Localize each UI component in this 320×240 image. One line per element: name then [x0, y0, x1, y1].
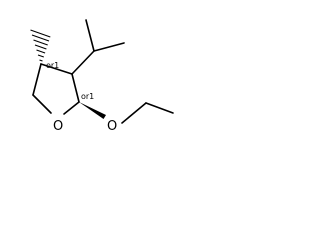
stereo-label-c4: or1: [46, 61, 59, 70]
wedge-bond-ethoxy: [79, 102, 106, 119]
bond-c5-o1: [32, 94, 52, 114]
bond-ch-me1: [85, 19, 95, 52]
bond-c3-ch: [71, 50, 95, 75]
bond-ch2-ch3: [145, 102, 174, 114]
bond-c2-o1: [63, 101, 80, 115]
hashed-bond-methyl: [30, 29, 51, 62]
bond-c5-c4: [32, 63, 42, 96]
bond-ch-me2: [93, 42, 125, 52]
ether-oxygen-label: O: [107, 119, 117, 134]
molecule-structure: O O or1 or1: [30, 19, 174, 134]
bond-o-ch2: [121, 102, 147, 124]
ring-oxygen-label: O: [53, 119, 63, 134]
stereo-label-c2: or1: [81, 92, 94, 101]
bond-c3-c2: [71, 73, 80, 103]
bond-c4-c3: [40, 63, 73, 75]
